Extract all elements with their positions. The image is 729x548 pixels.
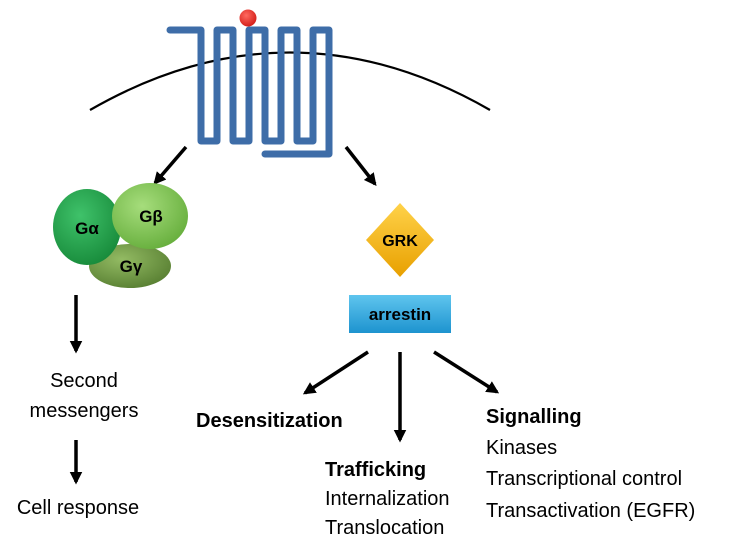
arrow-to-signalling: [433, 350, 500, 394]
arrestin-box: [349, 295, 451, 333]
trafficking-item-translocation: Translocation: [325, 517, 444, 539]
grk-diamond: [366, 203, 434, 277]
signalling-item-kinases: Kinases: [486, 437, 557, 459]
cell-membrane: [89, 51, 491, 111]
arrestin-label: arrestin: [369, 305, 431, 324]
signalling-item-transactivation: Transactivation (EGFR): [486, 500, 695, 522]
arrow-to-grk: [344, 145, 377, 186]
g-beta-label: Gβ: [139, 207, 163, 226]
signalling-title: Signalling: [486, 406, 582, 428]
g-gamma-label: Gγ: [120, 257, 143, 276]
second-messengers-label-line2: messengers: [30, 400, 139, 422]
trafficking-item-internalization: Internalization: [325, 488, 450, 510]
signalling-item-transcriptional-control: Transcriptional control: [486, 468, 682, 490]
g-beta-subunit: [112, 183, 188, 249]
arrow-to-desensitization: [302, 350, 369, 395]
gpcr-receptor: [166, 26, 333, 158]
trafficking-title: Trafficking: [325, 459, 426, 481]
g-alpha-label: Gα: [75, 219, 99, 238]
desensitization-label: Desensitization: [196, 410, 343, 432]
arrow-to-g-protein: [153, 145, 188, 185]
second-messengers-label-line1: Second: [50, 370, 118, 392]
g-alpha-subunit: [53, 189, 121, 265]
ligand-icon: [239, 9, 257, 27]
cell-response-label: Cell response: [17, 497, 139, 519]
grk-label: GRK: [382, 233, 418, 250]
